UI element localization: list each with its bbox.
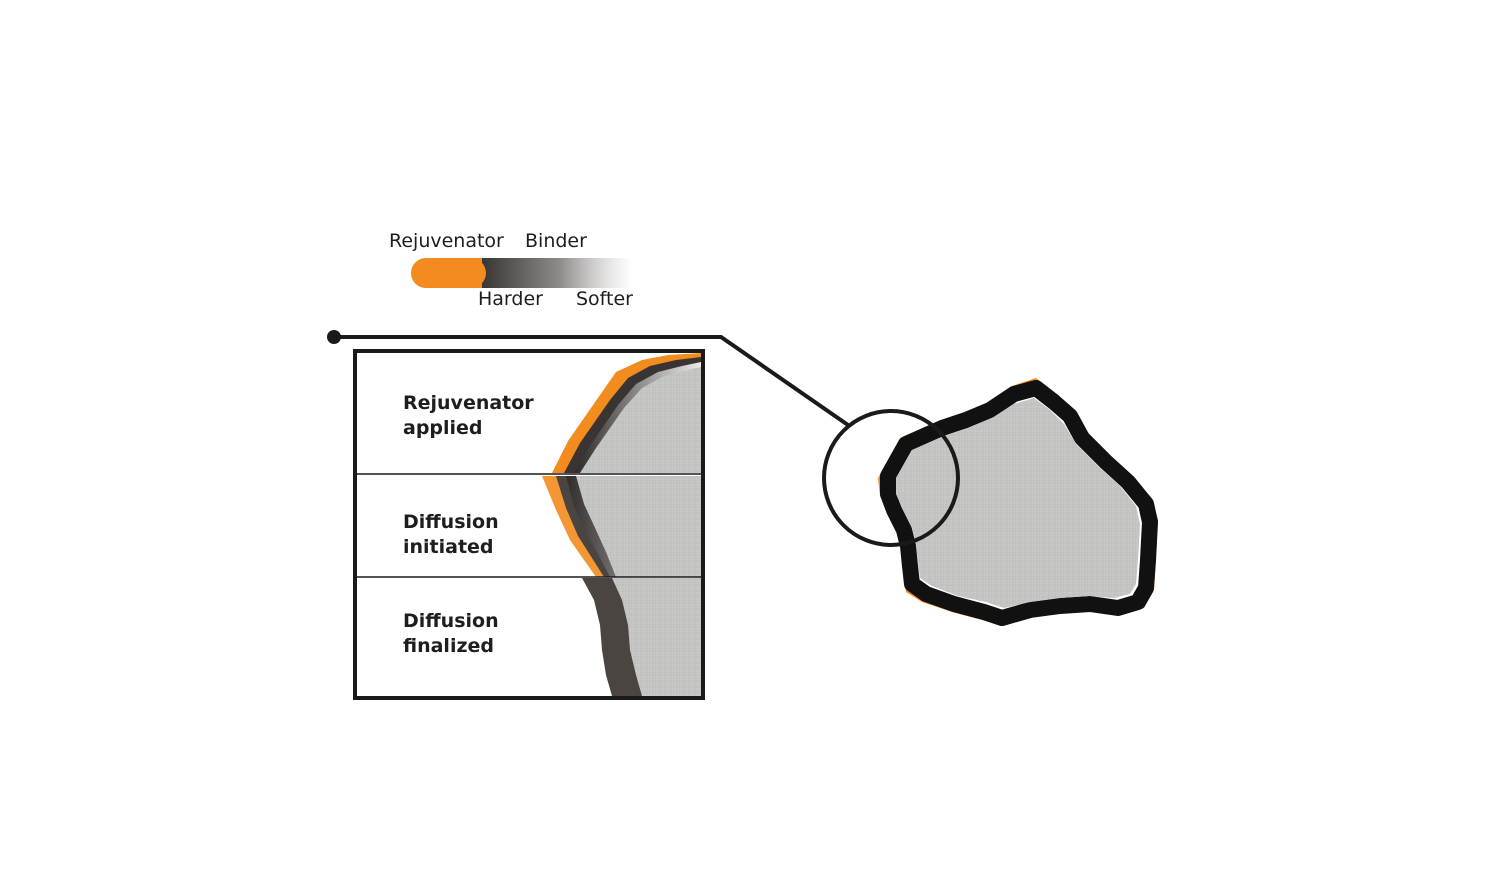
stage-3-label: Diffusion finalized: [403, 610, 505, 657]
legend-binder-label: Binder: [525, 230, 587, 252]
legend: Rejuvenator Binder Harder Softer: [389, 230, 633, 310]
stage-2-layers: [542, 476, 701, 577]
detail-box: Rejuvenator applied Diffusion initiated …: [353, 349, 705, 700]
coated-aggregate-particle: [878, 378, 1158, 626]
stage-3-layers: [582, 578, 701, 696]
stage-1-label: Rejuvenator applied: [403, 392, 540, 439]
stage-2-label: Diffusion initiated: [403, 511, 505, 558]
legend-binder-gradient-bar: [470, 258, 632, 288]
stage-1-layers: [552, 353, 701, 473]
legend-harder-label: Harder: [478, 288, 543, 310]
zoom-circle: [822, 409, 960, 547]
aggregate-core: [896, 398, 1140, 608]
legend-rejuvenator-bar: [411, 258, 486, 288]
legend-softer-label: Softer: [576, 288, 633, 310]
legend-rejuvenator-label: Rejuvenator: [389, 230, 504, 252]
zoom-leader-line: [327, 330, 850, 427]
